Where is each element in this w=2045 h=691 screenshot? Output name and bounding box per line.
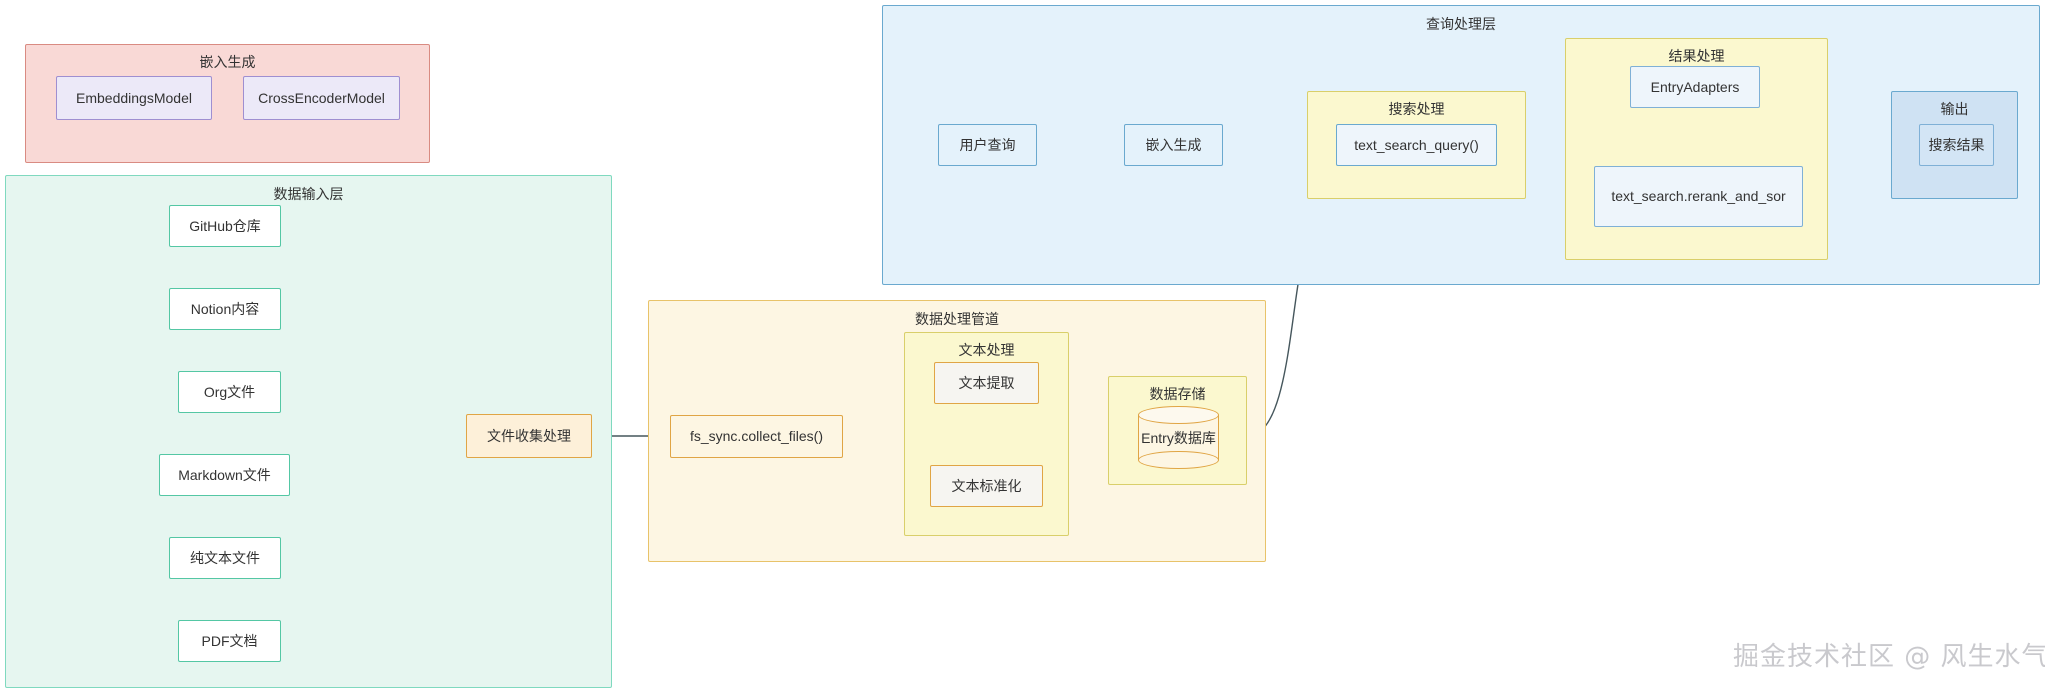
node-github-repo[interactable]: GitHub仓库 bbox=[169, 205, 281, 247]
node-label-cross-encoder-model: CrossEncoderModel bbox=[258, 89, 385, 106]
node-pdf-document[interactable]: PDF文档 bbox=[178, 620, 281, 662]
node-plain-text-file[interactable]: 纯文本文件 bbox=[169, 537, 281, 579]
cluster-title-embedding-generation: 嵌入生成 bbox=[199, 54, 256, 70]
node-label-text-search-query: text_search_query() bbox=[1354, 136, 1479, 153]
node-label-text-extract: 文本提取 bbox=[958, 374, 1015, 391]
node-markdown-file[interactable]: Markdown文件 bbox=[159, 454, 290, 496]
node-search-results[interactable]: 搜索结果 bbox=[1919, 124, 1994, 166]
node-fs-sync-collect-files[interactable]: fs_sync.collect_files() bbox=[670, 415, 843, 458]
node-label-github-repo: GitHub仓库 bbox=[189, 217, 261, 234]
cluster-title-query-processing-layer: 查询处理层 bbox=[1426, 16, 1496, 32]
watermark: 掘金技术社区 @ 风生水气 bbox=[1733, 642, 2045, 672]
cluster-title-output: 输出 bbox=[1940, 101, 1969, 117]
node-text-normalize[interactable]: 文本标准化 bbox=[930, 465, 1043, 507]
node-embedding-gen-query[interactable]: 嵌入生成 bbox=[1124, 124, 1223, 166]
cluster-title-text-processing: 文本处理 bbox=[958, 342, 1015, 358]
cluster-title-result-processing: 结果处理 bbox=[1668, 48, 1725, 64]
node-label-org-file: Org文件 bbox=[203, 383, 256, 400]
node-notion-content[interactable]: Notion内容 bbox=[169, 288, 281, 330]
node-org-file[interactable]: Org文件 bbox=[178, 371, 281, 413]
node-label-plain-text-file: 纯文本文件 bbox=[190, 549, 260, 566]
node-text-search-query[interactable]: text_search_query() bbox=[1336, 124, 1497, 166]
node-label-rerank-and-sort: text_search.rerank_and_sor bbox=[1611, 188, 1786, 205]
node-cross-encoder-model[interactable]: CrossEncoderModel bbox=[243, 76, 400, 120]
node-entry-adapters[interactable]: EntryAdapters bbox=[1630, 66, 1760, 108]
cluster-title-data-processing-pipeline: 数据处理管道 bbox=[915, 311, 999, 327]
node-rerank-and-sort[interactable]: text_search.rerank_and_sor bbox=[1594, 166, 1803, 227]
node-label-embedding-gen-query: 嵌入生成 bbox=[1145, 136, 1202, 153]
node-label-embeddings-model: EmbeddingsModel bbox=[76, 89, 192, 106]
node-label-markdown-file: Markdown文件 bbox=[178, 466, 271, 483]
cluster-title-data-storage: 数据存储 bbox=[1149, 386, 1206, 402]
node-text-extract[interactable]: 文本提取 bbox=[934, 362, 1039, 404]
node-label-entry-adapters: EntryAdapters bbox=[1650, 78, 1740, 95]
node-label-pdf-document: PDF文档 bbox=[201, 632, 258, 649]
node-entry-database[interactable]: Entry数据库 bbox=[1138, 406, 1219, 469]
node-user-query[interactable]: 用户查询 bbox=[938, 124, 1037, 166]
node-label-notion-content: Notion内容 bbox=[190, 300, 260, 317]
db-top-ellipse bbox=[1138, 406, 1219, 424]
node-label-search-results: 搜索结果 bbox=[1928, 136, 1985, 153]
node-label-file-collect-process: 文件收集处理 bbox=[487, 427, 571, 444]
node-embeddings-model[interactable]: EmbeddingsModel bbox=[56, 76, 212, 120]
cluster-title-search-processing: 搜索处理 bbox=[1388, 101, 1445, 117]
node-label-fs-sync-collect-files: fs_sync.collect_files() bbox=[689, 428, 824, 445]
node-label-entry-database: Entry数据库 bbox=[1141, 429, 1216, 446]
node-label-text-normalize: 文本标准化 bbox=[951, 477, 1022, 494]
node-label-user-query: 用户查询 bbox=[959, 136, 1016, 153]
node-file-collect-process[interactable]: 文件收集处理 bbox=[466, 414, 592, 458]
db-bottom-ellipse bbox=[1138, 451, 1219, 469]
cluster-title-data-input-layer: 数据输入层 bbox=[273, 186, 344, 202]
